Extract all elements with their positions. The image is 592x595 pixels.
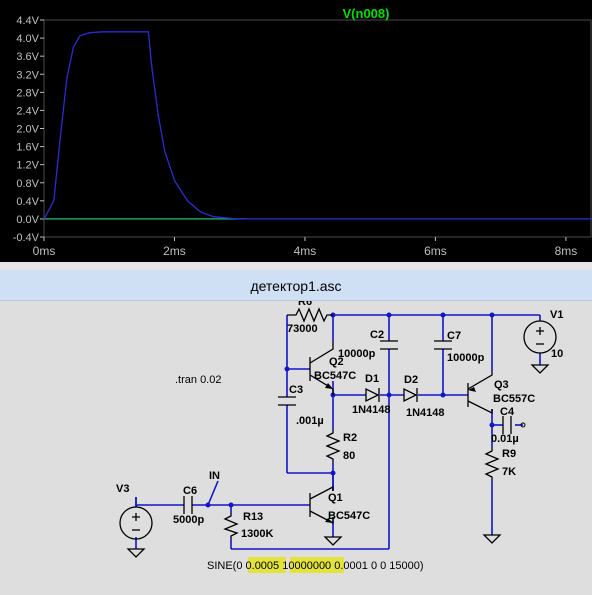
sine-highlight-1 xyxy=(248,557,286,573)
c4-value: 0.01µ xyxy=(491,433,519,445)
plot-frame xyxy=(43,19,592,238)
c6-label: C6 xyxy=(183,485,197,497)
q3-label: Q3 xyxy=(494,379,509,391)
v1-voltage-source-symbol[interactable] xyxy=(523,320,557,354)
y-tick-label: 3.2V xyxy=(16,69,39,81)
c4-capacitor-symbol[interactable] xyxy=(502,416,526,434)
d2-model: 1N4148 xyxy=(406,407,445,419)
d1-model: 1N4148 xyxy=(352,404,391,416)
x-tick-label: 6ms xyxy=(424,244,447,258)
x-tick-label: 8ms xyxy=(555,244,578,258)
c3-value: .001µ xyxy=(296,415,324,427)
d1-label: D1 xyxy=(365,373,379,385)
v1-value: 10 xyxy=(551,348,563,360)
c7-capacitor-symbol[interactable] xyxy=(434,340,452,350)
d2-label: D2 xyxy=(404,374,418,386)
y-tick-label: 2.0V xyxy=(16,124,39,136)
c4-label: C4 xyxy=(500,406,515,418)
q3-model: BC557C xyxy=(493,393,535,405)
r9-label: R9 xyxy=(502,448,516,460)
ground-symbols xyxy=(126,364,550,558)
waveform-chart[interactable]: V(n008) 4.4V 4.0V 3.6V 3.2V 2.8V 2.4V 2.0V 1.6V 1… xyxy=(0,0,592,262)
series-line-0 xyxy=(43,31,592,220)
y-tick-label: 0.8V xyxy=(16,178,39,190)
y-tick-label: 4.4V xyxy=(16,15,39,27)
d2-diode-symbol[interactable] xyxy=(403,387,418,403)
y-tick-label: 0.0V xyxy=(16,214,39,226)
r6-label: R6 xyxy=(298,301,312,308)
sine-prefix: SINE(0 xyxy=(207,560,246,572)
in-net-label: IN xyxy=(209,470,220,482)
c3-label: C3 xyxy=(289,384,303,396)
sine-arg-freq: 10000000 xyxy=(282,560,331,572)
c6-value: 5000p xyxy=(173,514,204,526)
v3-label: V3 xyxy=(116,483,129,495)
q2-transistor-symbol[interactable] xyxy=(309,341,334,395)
sine-highlight-2 xyxy=(290,557,344,573)
trace-label[interactable]: V(n008) xyxy=(343,6,390,21)
schematic-drawing[interactable]: R6 73000 C2 10000p C7 10000p V1 10 Q2 BC… xyxy=(0,301,592,595)
r2-label: R2 xyxy=(343,432,357,444)
sine-arg-delay: 0.0005 xyxy=(246,560,280,572)
v3-voltage-source-symbol[interactable] xyxy=(119,506,153,540)
waveform-plot-pane[interactable]: V(n008) 4.4V 4.0V 3.6V 3.2V 2.8V 2.4V 2.0V 1.6V 1… xyxy=(0,0,592,262)
r6-value: 73000 xyxy=(287,323,318,335)
y-tick-label: 0.4V xyxy=(16,196,39,208)
y-tick-label: 2.4V xyxy=(16,105,39,117)
x-tick-label: 2ms xyxy=(163,244,186,258)
schematic-canvas[interactable]: R6 73000 C2 10000p C7 10000p V1 10 Q2 BC… xyxy=(0,301,592,595)
r2-value: 80 xyxy=(343,450,355,462)
q2-label: Q2 xyxy=(329,356,344,368)
x-tick-label: 4ms xyxy=(294,244,317,258)
q3-transistor-symbol[interactable] xyxy=(467,371,493,415)
q1-label: Q1 xyxy=(328,492,343,504)
r6-resistor-symbol[interactable] xyxy=(287,307,333,323)
c2-capacitor-symbol[interactable] xyxy=(380,340,398,350)
q1-model: BC547C xyxy=(328,510,370,522)
c3-capacitor-symbol[interactable] xyxy=(278,396,296,406)
schematic-window-titlebar[interactable]: детектор1.asc xyxy=(0,270,592,301)
c7-value: 10000p xyxy=(447,352,485,364)
sine-suffix: 0.0001 0 0 15000) xyxy=(331,560,423,572)
y-tick-label: -0.4V xyxy=(13,232,40,244)
y-tick-label: 2.8V xyxy=(16,87,39,99)
q2-model: BC547C xyxy=(314,370,356,382)
y-tick-label: 3.6V xyxy=(16,51,39,63)
c7-label: C7 xyxy=(447,330,461,342)
d1-diode-symbol[interactable] xyxy=(365,387,380,403)
v1-label: V1 xyxy=(550,309,563,321)
sine-source-spec[interactable]: SINE(0 0.0005 10000000 0.0001 0 0 15000) xyxy=(207,560,424,572)
c6-capacitor-symbol[interactable] xyxy=(183,496,193,514)
pane-divider[interactable] xyxy=(0,262,592,270)
c2-value: 10000p xyxy=(338,348,376,360)
q1-transistor-symbol[interactable] xyxy=(309,485,334,525)
y-tick-label: 1.6V xyxy=(16,142,39,154)
r13-resistor-symbol[interactable] xyxy=(223,513,239,539)
r9-value: 7K xyxy=(502,466,516,478)
tran-directive[interactable]: .tran 0.02 xyxy=(175,374,221,386)
y-tick-label: 1.2V xyxy=(16,160,39,172)
c2-label: C2 xyxy=(370,329,384,341)
r2-resistor-symbol[interactable] xyxy=(325,429,341,463)
schematic-window-title: детектор1.asc xyxy=(250,278,342,294)
y-tick-label: 4.0V xyxy=(16,33,39,45)
r9-resistor-symbol[interactable] xyxy=(484,447,500,481)
r13-label: R13 xyxy=(243,511,263,523)
x-tick-label: 0ms xyxy=(33,244,56,258)
r13-value: 1300K xyxy=(241,528,273,540)
